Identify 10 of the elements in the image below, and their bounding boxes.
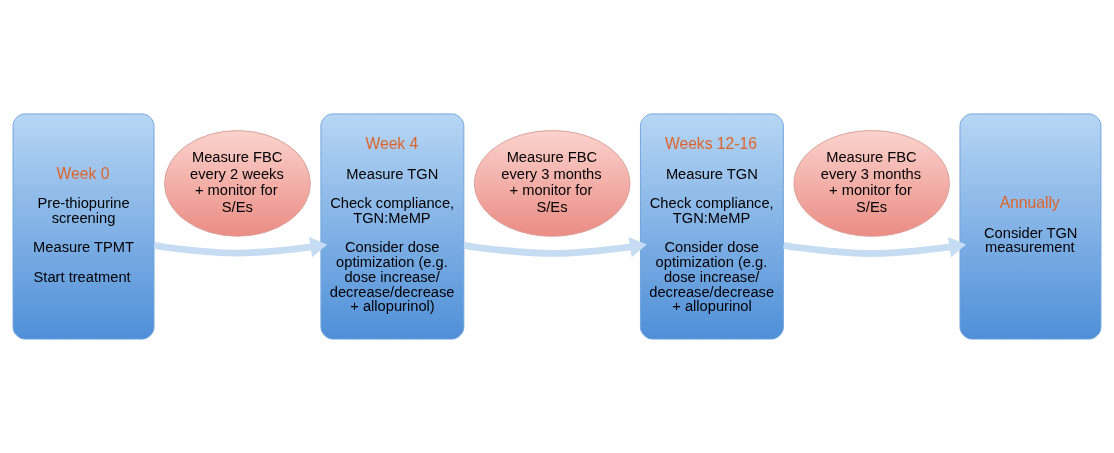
- node-box: Week 4 Measure TGN Check compliance, TGN:MeMP Consider dose optimization (e.g. dose increase/ decrease/decrease + allopurinol): [320, 113, 465, 340]
- node-ellipse: Measure FBC every 2 weeks + monitor for S/Es: [164, 130, 311, 237]
- node-box: Week 0 Pre-thiopurine screening Measure TPMT Start treatment: [12, 113, 155, 340]
- arrow: [153, 236, 328, 258]
- node-box: Weeks 12-16 Measure TGN Check compliance, TGN:MeMP Consider dose optimization (e.g. dose increase/ decrease/decrease + allopurinol: [639, 113, 784, 340]
- node-ellipse: Measure FBC every 3 months + monitor for S/Es: [793, 130, 950, 237]
- node-ellipse: Measure FBC every 3 months + monitor for S/Es: [473, 130, 631, 237]
- node-box: Annually Consider TGN measurement: [959, 113, 1102, 340]
- arrow: [783, 236, 967, 258]
- arrow: [463, 236, 647, 258]
